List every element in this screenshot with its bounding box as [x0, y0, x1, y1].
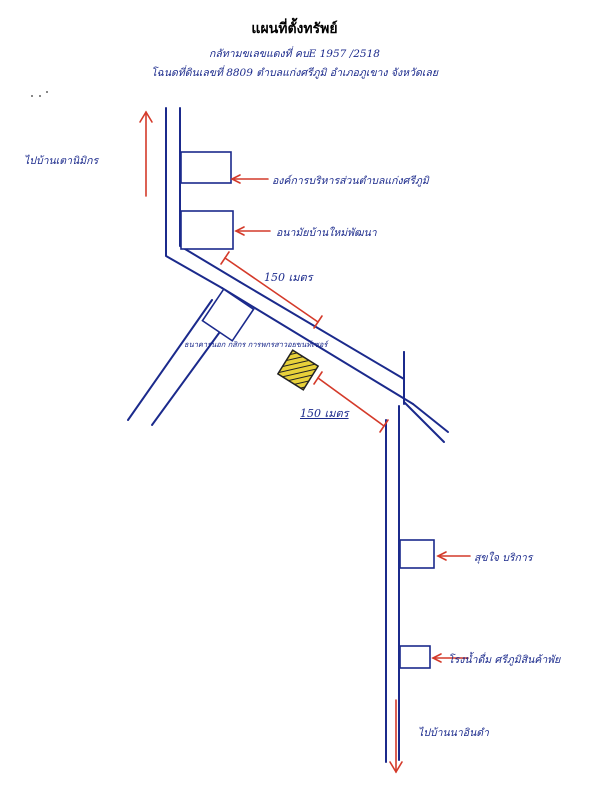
subdistrict-office-label: องค์การบริหารส่วนตำบลแก่งศรีภูมิ	[272, 175, 429, 187]
building-water-shop	[399, 645, 431, 669]
water-shop-label: โรงน้ำดื่ม ศรีภูมิสินค้าพัย	[448, 654, 561, 666]
south-direction-label: ไปบ้านนาอินดำ	[418, 727, 489, 739]
property-plot	[276, 349, 320, 391]
building-bank	[201, 288, 255, 342]
main-road	[165, 107, 449, 763]
distance-lower-label: 150 เมตร	[300, 407, 349, 420]
case-number: กลัทามขเลขแดงที่ คบE 1957 /2518	[209, 48, 380, 60]
building-subdistrict-office	[180, 151, 232, 184]
bank-label: ธนาคารนอก กสิกร การพกรสาวอยขนท์เซอร์	[184, 340, 328, 349]
side-road	[127, 299, 231, 426]
deed-location: โฉนดที่ดินเลขที่ 8809 ตำบลแก่งศรีภูมิ อำ…	[151, 67, 438, 79]
building-health-center	[180, 210, 234, 250]
building-shop	[399, 539, 435, 569]
north-direction-label: ไปบ้านเตานิมิกร	[24, 155, 99, 167]
distance-upper-label: 150 เมตร	[264, 271, 313, 284]
health-center-label: อนามัยบ้านใหม่พัฒนา	[276, 227, 377, 239]
map-title: แผนที่ตั้งทรัพย์	[251, 21, 338, 37]
red-arrows	[139, 110, 471, 774]
scan-specks	[31, 91, 48, 97]
buildings	[180, 151, 435, 669]
shop-label: สุขใจ บริการ	[474, 552, 533, 564]
